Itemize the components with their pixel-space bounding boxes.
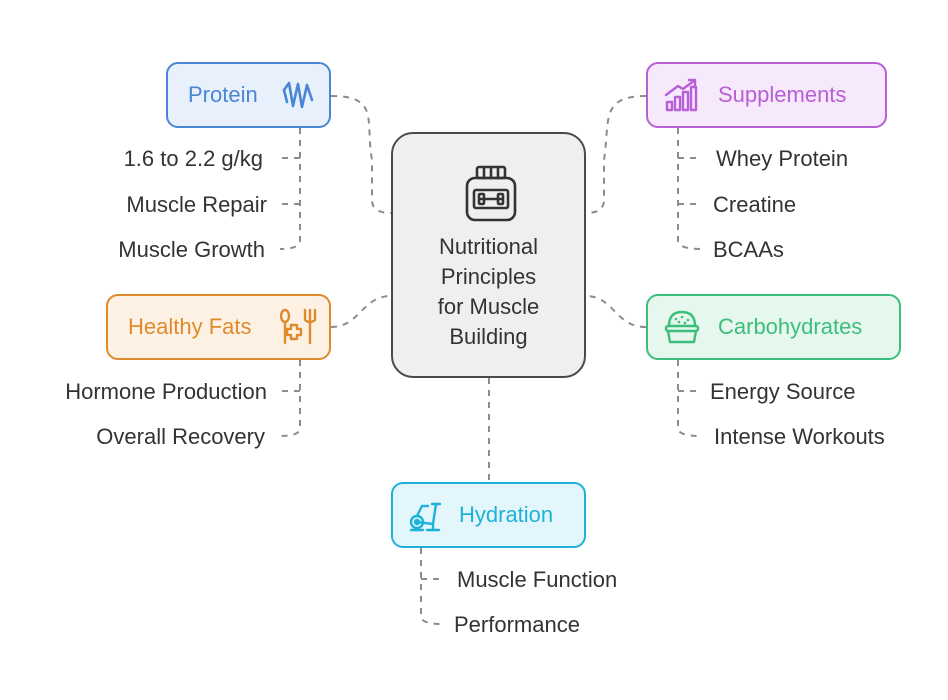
hydration-item-2: Performance bbox=[454, 612, 580, 637]
supplements-item-1: Whey Protein bbox=[716, 146, 849, 171]
food-health-icon bbox=[279, 308, 317, 345]
central-topic-box: Nutritional Principles for Muscle Buildi… bbox=[391, 132, 586, 378]
carbohydrates-item-2: Intense Workouts bbox=[714, 424, 885, 449]
category-supplements-label: Supplements bbox=[718, 82, 847, 107]
dna-helix-icon bbox=[282, 81, 314, 109]
supplements-item-2: Creatine bbox=[713, 192, 797, 217]
grain-bowl-icon bbox=[664, 310, 700, 344]
category-protein: Protein bbox=[166, 62, 331, 128]
healthy-fats-item-2: Overall Recovery bbox=[96, 424, 265, 449]
category-protein-label: Protein bbox=[188, 82, 258, 107]
healthy-fats-item-1: Hormone Production bbox=[65, 379, 267, 404]
protein-item-2: Muscle Repair bbox=[126, 192, 267, 217]
category-healthy-fats: Healthy Fats bbox=[106, 294, 331, 360]
category-healthy-fats-label: Healthy Fats bbox=[128, 314, 252, 339]
hydration-item-1: Muscle Function bbox=[457, 567, 618, 592]
protein-jar-icon bbox=[465, 165, 517, 222]
carbohydrates-item-1: Energy Source bbox=[710, 379, 856, 404]
category-carbohydrates-label: Carbohydrates bbox=[718, 314, 863, 339]
protein-item-3: Muscle Growth bbox=[118, 237, 265, 262]
category-carbohydrates: Carbohydrates bbox=[646, 294, 901, 360]
supplements-item-3: BCAAs bbox=[713, 237, 784, 262]
protein-item-1: 1.6 to 2.2 g/kg bbox=[123, 146, 263, 171]
growth-chart-icon bbox=[664, 78, 698, 112]
category-hydration-label: Hydration bbox=[459, 502, 554, 527]
central-topic-title: Nutritional Principles for Muscle Buildi… bbox=[437, 234, 540, 349]
exercise-bike-icon bbox=[409, 502, 442, 532]
category-hydration: Hydration bbox=[391, 482, 586, 548]
category-supplements: Supplements bbox=[646, 62, 887, 128]
